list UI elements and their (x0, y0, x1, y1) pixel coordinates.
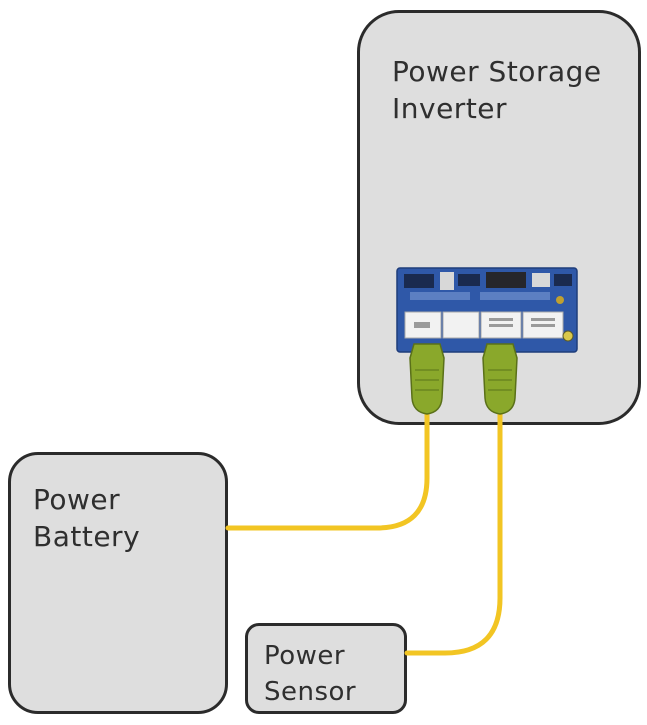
inverter-label-line2: Inverter (392, 92, 508, 125)
sensor-label-line2: Sensor (264, 677, 357, 707)
sensor-label-line1: Power (264, 641, 346, 671)
ethernet-plug-icon (482, 343, 518, 415)
circuit-board-icon (396, 267, 578, 353)
inverter-label-line1: Power Storage (392, 55, 602, 88)
battery-label-line2: Battery (33, 520, 141, 553)
ethernet-plug-icon (409, 343, 445, 415)
battery-label-line1: Power (33, 483, 121, 516)
